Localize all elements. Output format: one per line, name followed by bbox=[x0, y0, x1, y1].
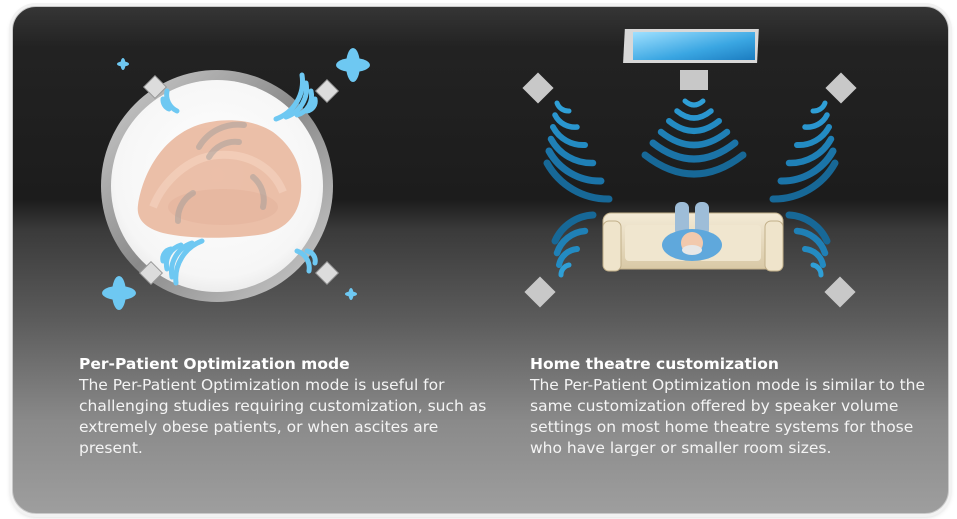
person-icon bbox=[662, 202, 722, 261]
right-caption-title: Home theatre customization bbox=[530, 355, 779, 373]
left-caption-body: The Per-Patient Optimization mode is use… bbox=[79, 376, 487, 457]
patient-optimization-illustration bbox=[101, 48, 370, 310]
sound-wave-icon bbox=[551, 211, 597, 278]
sound-wave-icon bbox=[769, 100, 839, 203]
right-caption: Home theatre customization The Per-Patie… bbox=[530, 354, 948, 459]
infographic-panel: Per-Patient Optimization mode The Per-Pa… bbox=[12, 6, 949, 514]
left-caption-title: Per-Patient Optimization mode bbox=[79, 355, 350, 373]
left-caption: Per-Patient Optimization mode The Per-Pa… bbox=[79, 354, 489, 459]
inner-waves bbox=[174, 121, 267, 224]
sound-wave-icon bbox=[641, 98, 747, 178]
patient-body-icon bbox=[137, 120, 302, 238]
right-caption-body: The Per-Patient Optimization mode is sim… bbox=[530, 376, 926, 457]
speaker-icon bbox=[680, 70, 708, 90]
illustrations bbox=[101, 29, 857, 310]
speaker-icon bbox=[138, 74, 340, 286]
sound-wave-icon bbox=[543, 100, 613, 203]
sparkle-icon bbox=[102, 48, 370, 310]
sound-wave-icon bbox=[785, 211, 831, 278]
tv-icon bbox=[623, 29, 759, 63]
sound-wave-icon bbox=[160, 72, 318, 286]
home-theatre-illustration bbox=[522, 29, 857, 308]
